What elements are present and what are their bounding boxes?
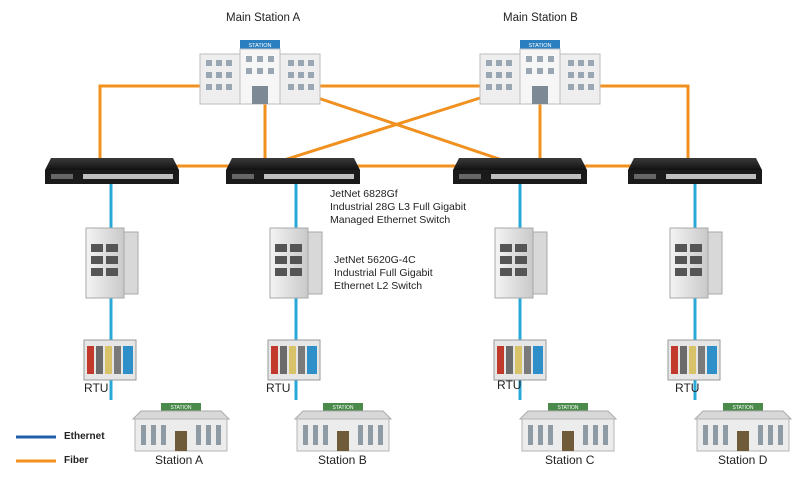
switch-6828-line1: Industrial 28G L3 Full Gigabit <box>330 201 466 213</box>
station-b-label: Station B <box>318 453 367 467</box>
rtu-label-1: RTU <box>84 381 109 395</box>
fiber-link <box>598 84 690 166</box>
din-switch-1 <box>85 227 139 299</box>
station-a-label: Station A <box>155 453 204 467</box>
rtu-module-2 <box>267 339 321 381</box>
station-c-label: Station C <box>545 453 595 467</box>
switch-5620-line2: Ethernet L2 Switch <box>334 280 423 292</box>
station-d-building <box>693 403 793 452</box>
station-b-sign: STATION <box>333 405 354 411</box>
legend-ethernet-label: Ethernet <box>64 431 105 442</box>
fiber-links <box>98 84 690 168</box>
rack-switch-2 <box>226 158 360 184</box>
rtu-label-2: RTU <box>266 381 291 395</box>
rack-switch-4 <box>628 158 762 184</box>
switch-6828-line2: Managed Ethernet Switch <box>330 214 451 226</box>
switch-5620-line1: Industrial Full Gigabit <box>334 267 433 279</box>
fiber-link <box>98 84 200 166</box>
station-b-building <box>293 403 393 452</box>
rtu-module-1 <box>83 339 137 381</box>
main-station-b-building <box>479 40 601 105</box>
din-switch-3 <box>494 227 548 299</box>
rack-switch-3 <box>453 158 587 184</box>
switch-6828-model: JetNet 6828Gf <box>330 188 398 200</box>
main-station-a-label: Main Station A <box>226 12 301 24</box>
fiber-link <box>264 96 481 168</box>
main-station-a-sign: STATION <box>248 43 271 49</box>
station-d-sign: STATION <box>733 405 754 411</box>
main-station-b-label: Main Station B <box>503 12 578 24</box>
switch-5620-model: JetNet 5620G-4C <box>334 254 416 266</box>
rtu-label-4: RTU <box>675 381 700 395</box>
switch-5620-description: JetNet 5620G-4C Industrial Full Gigabit … <box>334 254 433 293</box>
station-a-sign: STATION <box>171 405 192 411</box>
rack-switch-1 <box>45 158 179 184</box>
station-c-building <box>518 403 618 452</box>
rtu-label-3: RTU <box>497 378 522 392</box>
station-a-building <box>131 403 231 452</box>
main-station-b-sign: STATION <box>528 43 551 49</box>
rtu-module-4 <box>667 339 721 381</box>
din-switch-4 <box>669 227 723 299</box>
main-station-a-building <box>199 40 321 105</box>
din-switch-2 <box>269 227 323 299</box>
legend-fiber-label: Fiber <box>64 455 89 466</box>
station-c-sign: STATION <box>558 405 579 411</box>
switch-6828-description: JetNet 6828Gf Industrial 28G L3 Full Gig… <box>330 188 466 227</box>
station-d-label: Station D <box>718 453 768 467</box>
fiber-link <box>317 96 521 168</box>
rtu-module-3 <box>493 339 547 381</box>
